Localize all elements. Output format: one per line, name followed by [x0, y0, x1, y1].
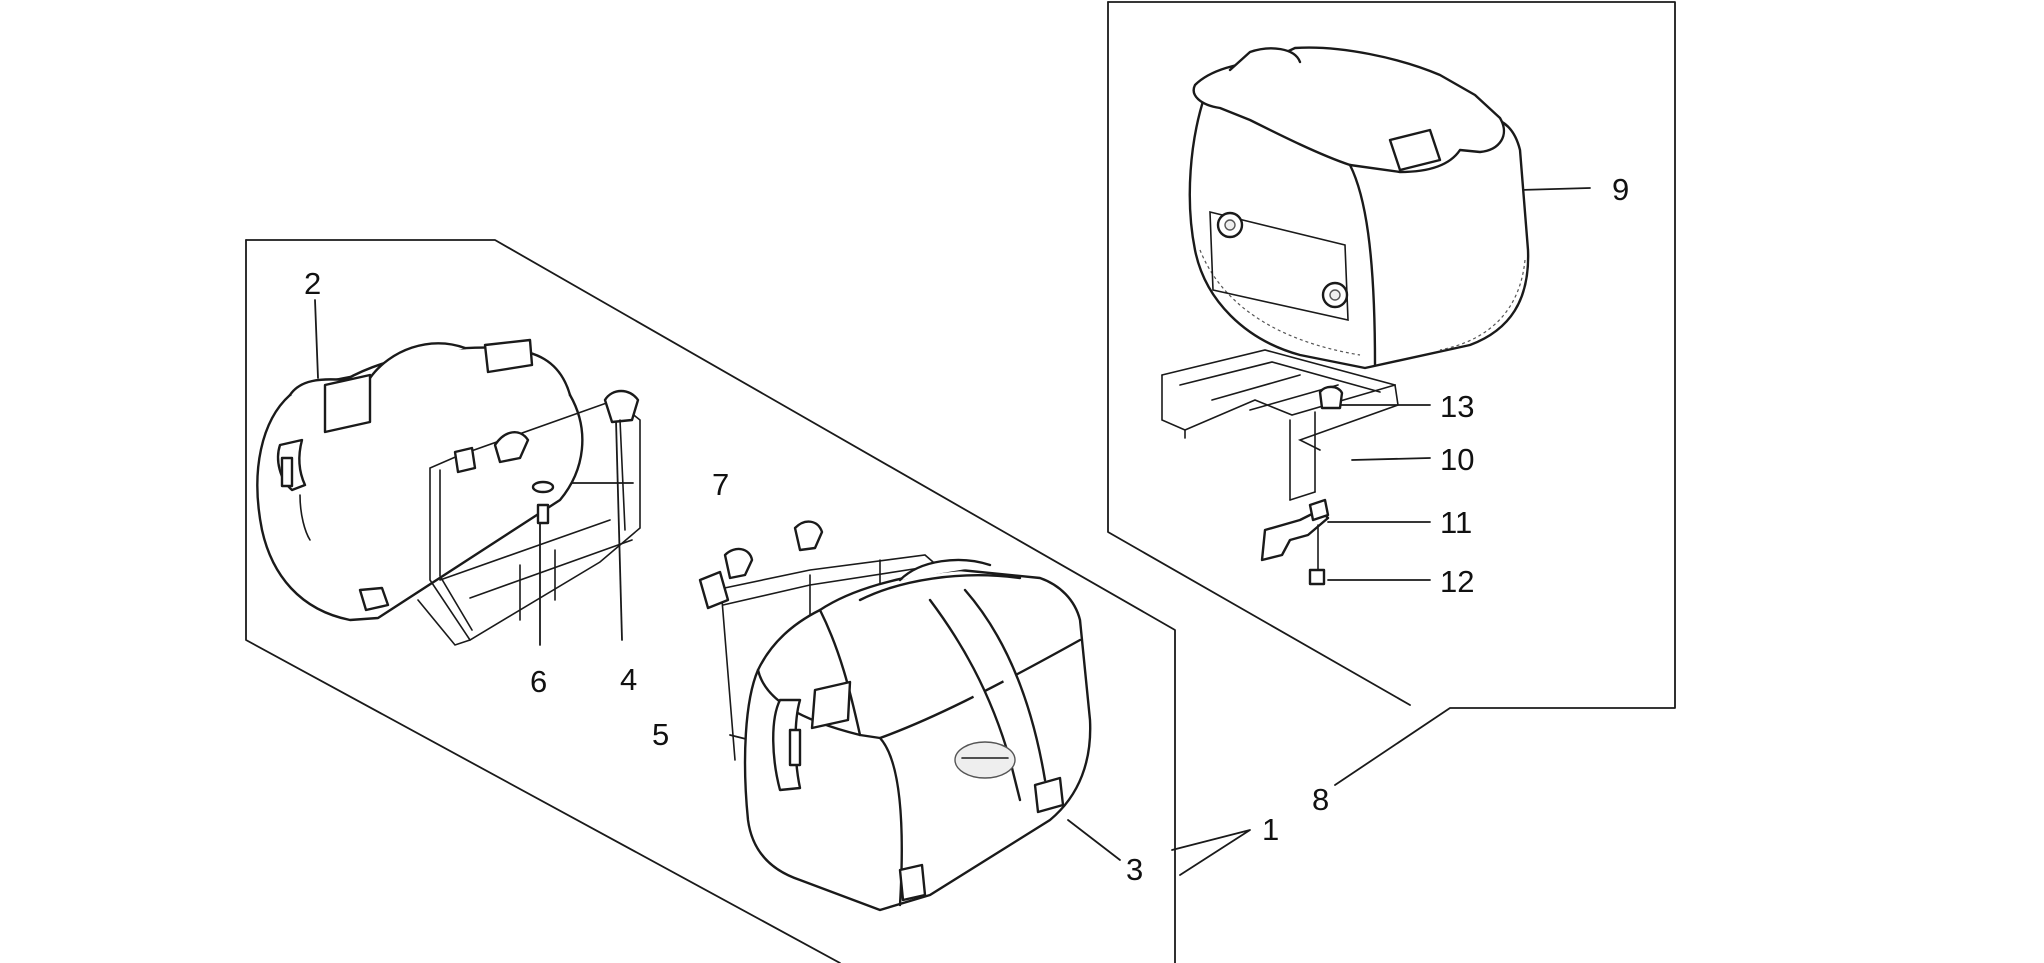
callout-5: 5	[652, 717, 669, 752]
left-screw-washer	[531, 480, 555, 525]
left-saddlebag	[256, 338, 584, 622]
top-case-rack	[1161, 349, 1399, 501]
right-rack-frame	[698, 520, 949, 761]
callout-4: 4	[620, 662, 637, 697]
callout-12: 12	[1440, 564, 1474, 599]
callout-11: 11	[1440, 505, 1472, 540]
top-case-bag	[1188, 46, 1530, 370]
group-outline-kit-8	[1107, 1, 1676, 786]
left-rack-frame	[417, 389, 641, 646]
callout-7: 7	[712, 467, 729, 502]
callout-3: 3	[1126, 852, 1143, 887]
rack-clamp-and-bolts	[1260, 385, 1344, 586]
callout-9: 9	[1612, 172, 1629, 207]
callout-1: 1	[1262, 812, 1279, 847]
callout-labels: 1 2 3 4 5 6 7 8 9 10 11 12 13	[304, 172, 1629, 887]
right-saddlebag	[743, 558, 1092, 912]
leader-lines	[314, 187, 1591, 876]
callout-10: 10	[1440, 442, 1474, 477]
callout-13: 13	[1440, 389, 1474, 424]
callout-6: 6	[530, 664, 547, 699]
callout-8: 8	[1312, 782, 1329, 817]
group-outline-kit-1	[245, 239, 1176, 963]
callout-2: 2	[304, 266, 321, 301]
